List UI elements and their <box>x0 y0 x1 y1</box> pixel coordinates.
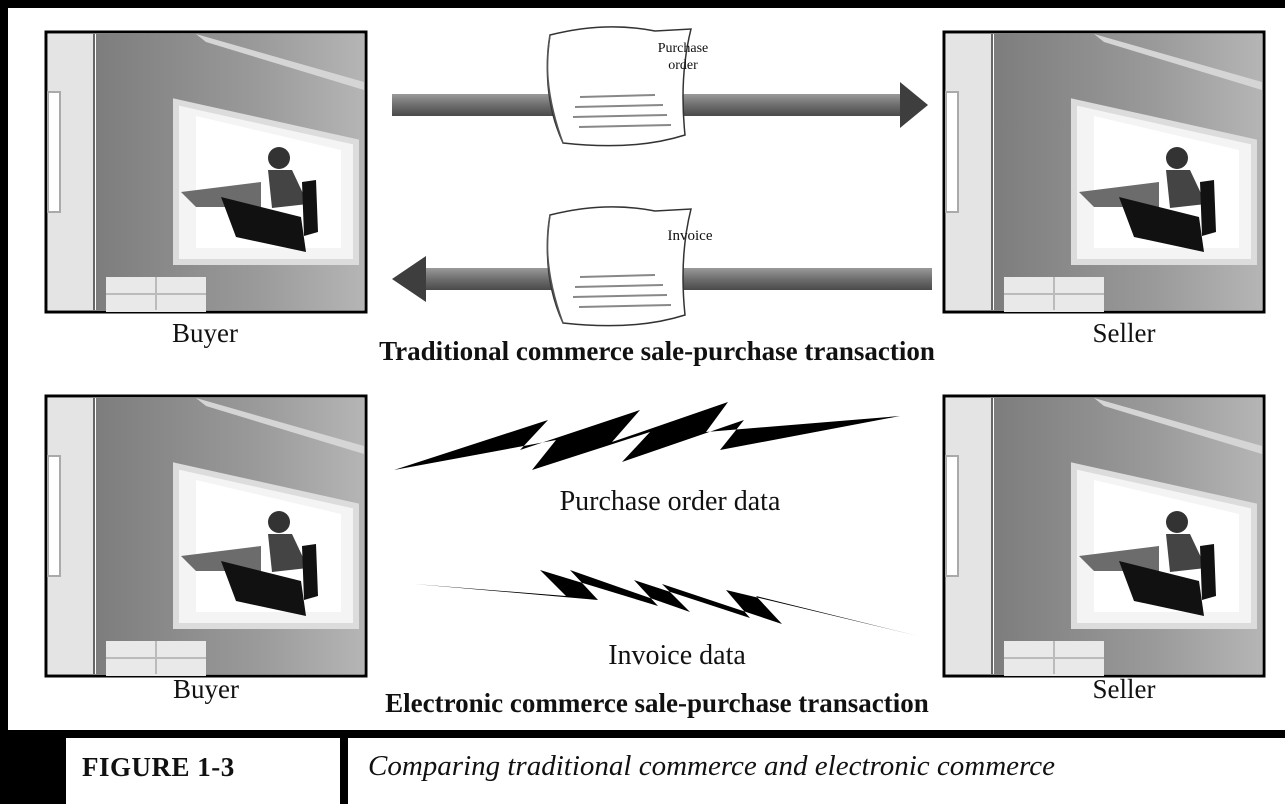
purchase-order-lightning <box>394 402 900 470</box>
traditional-title: Traditional commerce sale-purchase trans… <box>379 336 935 366</box>
caption-divider <box>340 738 348 804</box>
figure-frame <box>0 0 1285 738</box>
purchase-order-data-label: Purchase order data <box>560 486 781 517</box>
electronic-seller-label: Seller <box>1093 674 1156 704</box>
electronic-title: Electronic commerce sale-purchase transa… <box>385 688 929 718</box>
invoice-document <box>546 205 692 327</box>
electronic-buyer-office <box>46 396 366 676</box>
diagram-canvas: Purchase order Invoice Buyer Seller Trad… <box>0 0 1285 738</box>
invoice-data-label: Invoice data <box>608 640 746 671</box>
caption-marker <box>0 738 66 804</box>
electronic-seller-office <box>944 396 1264 676</box>
purchase-order-doc-line2: order <box>668 58 698 73</box>
invoice-doc-label: Invoice <box>668 228 713 244</box>
traditional-seller-office <box>944 32 1264 312</box>
caption-bar: FIGURE 1-3 Comparing traditional commerc… <box>0 738 1285 804</box>
figure-number: FIGURE 1-3 <box>82 752 235 782</box>
figure-caption: Comparing traditional commerce and elect… <box>368 750 1055 782</box>
purchase-order-doc-line1: Purchase <box>658 41 709 56</box>
traditional-buyer-label: Buyer <box>172 318 238 348</box>
traditional-seller-label: Seller <box>1093 318 1156 348</box>
traditional-buyer-office <box>46 32 366 312</box>
invoice-lightning <box>414 570 918 636</box>
electronic-buyer-label: Buyer <box>173 674 239 704</box>
